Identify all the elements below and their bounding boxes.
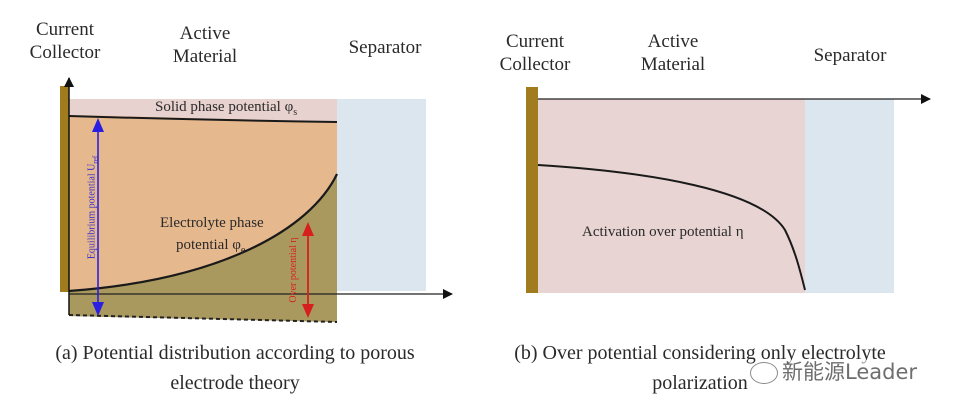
over-potential-label: Over potential η — [288, 237, 299, 303]
overpotential-region — [69, 174, 337, 322]
label-line: Material — [172, 46, 238, 67]
panel-b-active-material-label: Active Material — [618, 30, 728, 76]
label-text: potential φ — [176, 237, 241, 253]
solid-phase-curve — [68, 115, 338, 123]
caption-a: (a) Potential distribution according to … — [20, 338, 450, 398]
panel-a-separator-label: Separator — [348, 37, 422, 58]
watermark: 新能源Leader — [750, 356, 918, 386]
active-region-b — [538, 99, 805, 293]
separator-region-a — [337, 99, 426, 291]
label-line: potential φe — [160, 234, 264, 262]
label-text: Solid phase potential φ — [155, 99, 294, 115]
equilibrium-arrow — [92, 118, 104, 316]
panel-b — [526, 87, 931, 293]
caption-line: polarization — [652, 372, 748, 394]
solid-phase-label: Solid phase potential φs — [155, 97, 297, 123]
caption-b: (b) Over potential considering only elec… — [480, 338, 920, 398]
overpotential-arrow — [302, 222, 314, 318]
label-line: Current — [505, 31, 565, 52]
watermark-text: 新能源Leader — [782, 360, 918, 384]
caption-line: (b) Over potential considering only elec… — [514, 342, 886, 364]
equilibrium-potential-label: Equilibrium potential Uref — [87, 118, 102, 298]
panel-a — [60, 77, 453, 323]
panel-a-current-collector-label: Current Collector — [10, 18, 120, 64]
current-collector-bar-b — [526, 87, 538, 293]
label-line: Material — [640, 54, 706, 75]
label-line: Active — [647, 31, 699, 52]
panel-b-separator-label: Separator — [813, 45, 887, 66]
panel-b-current-collector-label: Current Collector — [480, 30, 590, 76]
wechat-icon — [750, 362, 778, 384]
caption-line: (a) Potential distribution according to … — [55, 342, 415, 364]
activation-curve — [537, 164, 806, 291]
label-line: Collector — [499, 54, 571, 75]
electrolyte-phase-label: Electrolyte phase potential φe — [160, 212, 264, 262]
label-line: Active — [179, 23, 231, 44]
label-subscript: s — [293, 107, 298, 118]
active-material-region — [69, 115, 337, 291]
label-subscript: e — [240, 245, 246, 256]
label-line: Collector — [29, 42, 101, 63]
caption-line: electrode theory — [170, 372, 300, 394]
label-line: Current — [35, 19, 95, 40]
dashed-baseline — [68, 314, 338, 323]
label-line: Electrolyte phase — [160, 215, 264, 231]
label-text: Equilibrium potential U — [86, 163, 98, 260]
activation-overpotential-label: Activation over potential η — [582, 224, 744, 240]
electrolyte-phase-curve — [68, 173, 338, 293]
label-subscript: ref — [91, 155, 100, 164]
current-collector-bar-a — [60, 86, 69, 292]
panel-a-active-material-label: Active Material — [150, 22, 260, 68]
separator-region-b — [805, 99, 894, 293]
